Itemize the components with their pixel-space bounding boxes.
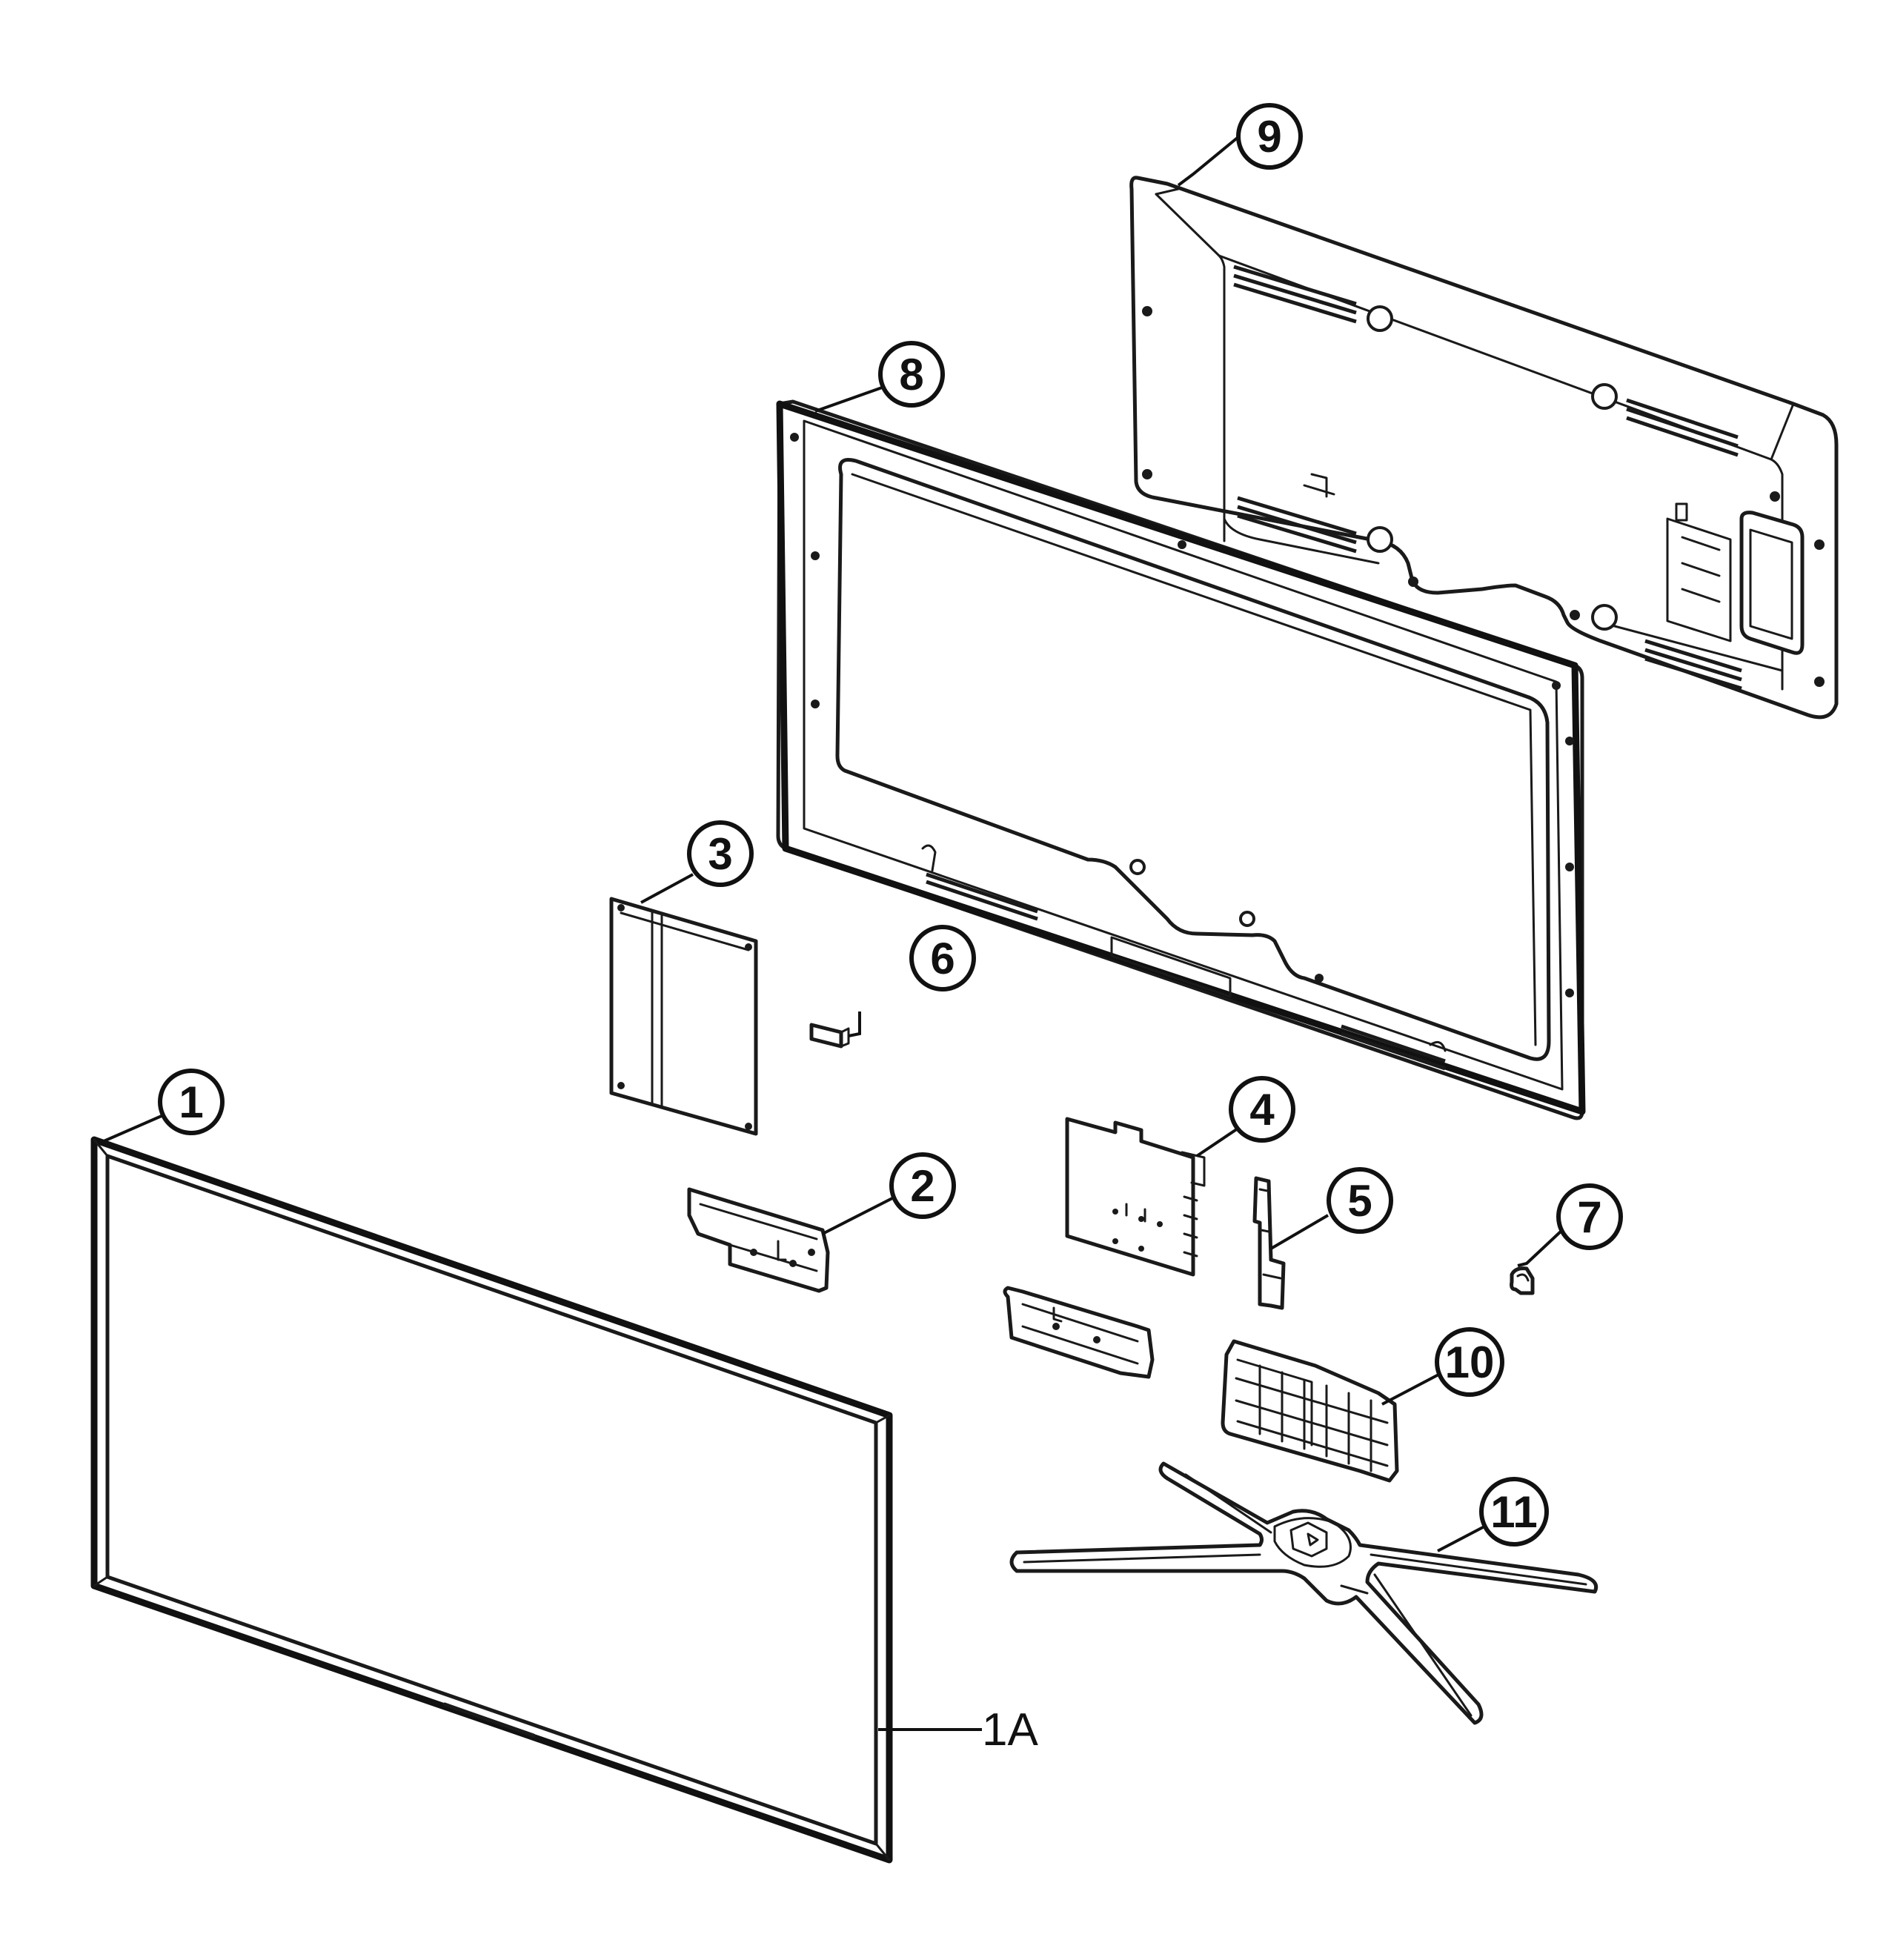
svg-text:6: 6 [930, 934, 955, 983]
callout-10: 10 [1435, 1327, 1504, 1397]
vent-grille-top-left [1233, 265, 1357, 324]
callout-2: 2 [889, 1152, 956, 1219]
part-2-bracket [687, 1187, 830, 1293]
part-4-main-board [1065, 1117, 1206, 1277]
part-10-stand-neck [1221, 1339, 1399, 1483]
callout-8: 8 [878, 341, 945, 408]
vent-grille-bottom-left [1237, 496, 1357, 554]
part-6-small-module [809, 1011, 861, 1049]
callout-11: 11 [1479, 1477, 1549, 1547]
rear-cover-handle [1739, 511, 1805, 655]
vesa-mount-hole [1591, 604, 1618, 631]
part-7-small-clip [1510, 1266, 1535, 1295]
svg-text:2: 2 [910, 1161, 934, 1211]
callout-3: 3 [687, 820, 754, 887]
callout-4: 4 [1229, 1076, 1295, 1143]
svg-text:9: 9 [1257, 112, 1281, 162]
callout-6: 6 [909, 925, 976, 991]
vent-grille-top-right [1626, 398, 1739, 457]
svg-text:7: 7 [1577, 1192, 1601, 1242]
svg-text:10: 10 [1445, 1338, 1495, 1387]
part-11-stand-base [1009, 1461, 1598, 1725]
part-8-middle-frame [776, 399, 1586, 1120]
bracket-right [1003, 1286, 1155, 1379]
svg-text:1A: 1A [982, 1704, 1038, 1755]
vent-grille-bottom-right [1644, 639, 1742, 691]
callout-7: 7 [1556, 1183, 1623, 1250]
callout-5: 5 [1327, 1167, 1393, 1234]
terminal-label-plate [1666, 517, 1732, 642]
part-3-power-board [609, 897, 758, 1136]
part-9-rear-cover [1129, 176, 1839, 720]
svg-text:1: 1 [179, 1077, 203, 1127]
vesa-mount-hole [1591, 383, 1618, 410]
svg-text:3: 3 [708, 829, 732, 879]
svg-text:5: 5 [1347, 1176, 1372, 1226]
vesa-mount-hole [1367, 526, 1393, 553]
svg-text:11: 11 [1490, 1487, 1537, 1537]
part-5-thin-board [1252, 1176, 1286, 1310]
callout-1: 1 [158, 1069, 225, 1135]
svg-text:8: 8 [899, 350, 923, 399]
callout-9: 9 [1236, 103, 1303, 170]
part-1-display-panel [90, 1136, 893, 1864]
svg-text:4: 4 [1249, 1085, 1275, 1135]
vesa-mount-hole [1367, 305, 1393, 332]
callout-1A: 1A [982, 1704, 1038, 1755]
